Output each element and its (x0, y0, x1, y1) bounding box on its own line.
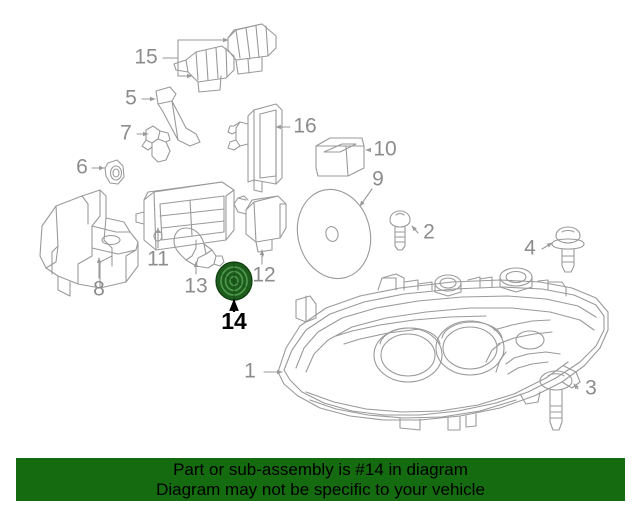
callout-label-11: 11 (147, 248, 169, 271)
info-banner: Part or sub-assembly is #14 in diagram D… (16, 458, 625, 501)
callout-label-5: 5 (125, 87, 137, 110)
part-11-ballast (135, 181, 235, 251)
banner-line-part-number: Part or sub-assembly is #14 in diagram (173, 459, 468, 479)
callout-label-13: 13 (184, 275, 207, 298)
part-8-bracket (39, 189, 139, 297)
callout-label-1: 1 (244, 360, 256, 383)
callout-label-3: 3 (585, 377, 597, 400)
part-4-flange-bolt (551, 226, 585, 273)
part-5-clip (155, 86, 201, 147)
part-1-headlight-assembly (277, 267, 609, 431)
part-2-screw (389, 210, 411, 251)
leader-9 (359, 188, 373, 207)
callout-label-8: 8 (93, 278, 105, 301)
callout-label-15: 15 (134, 46, 157, 69)
callout-label-16: 16 (293, 115, 316, 138)
part-15-trim-cap-large (227, 23, 277, 75)
part-10-module-box (315, 137, 365, 177)
part-7-clip (141, 125, 171, 163)
callout-label-9: 9 (372, 168, 384, 191)
part-12-connector (233, 195, 287, 257)
part-15-trim-cap-small (173, 45, 235, 93)
part-13-bulb (173, 227, 225, 269)
part-16-bracket-plate (227, 103, 283, 193)
callout-label-2: 2 (423, 221, 435, 244)
callout-labels: 1 2 3 4 5 6 7 8 9 10 11 12 13 14 15 16 (76, 46, 597, 400)
leader-3 (573, 383, 579, 390)
leader-2 (411, 225, 419, 234)
callout-label-4: 4 (524, 237, 536, 260)
callout-label-10: 10 (373, 138, 396, 161)
callout-label-14: 14 (221, 308, 247, 334)
callout-label-12: 12 (252, 264, 275, 287)
part-6-grommet (104, 159, 125, 185)
part-3-long-screw (539, 370, 573, 431)
callout-label-6: 6 (76, 156, 88, 179)
callout-label-7: 7 (120, 122, 132, 145)
banner-line-disclaimer: Diagram may not be specific to your vehi… (156, 479, 485, 499)
part-14-grommet-highlighted (215, 261, 253, 301)
part-9-cover-cap (296, 188, 372, 280)
leader-4 (541, 242, 553, 250)
